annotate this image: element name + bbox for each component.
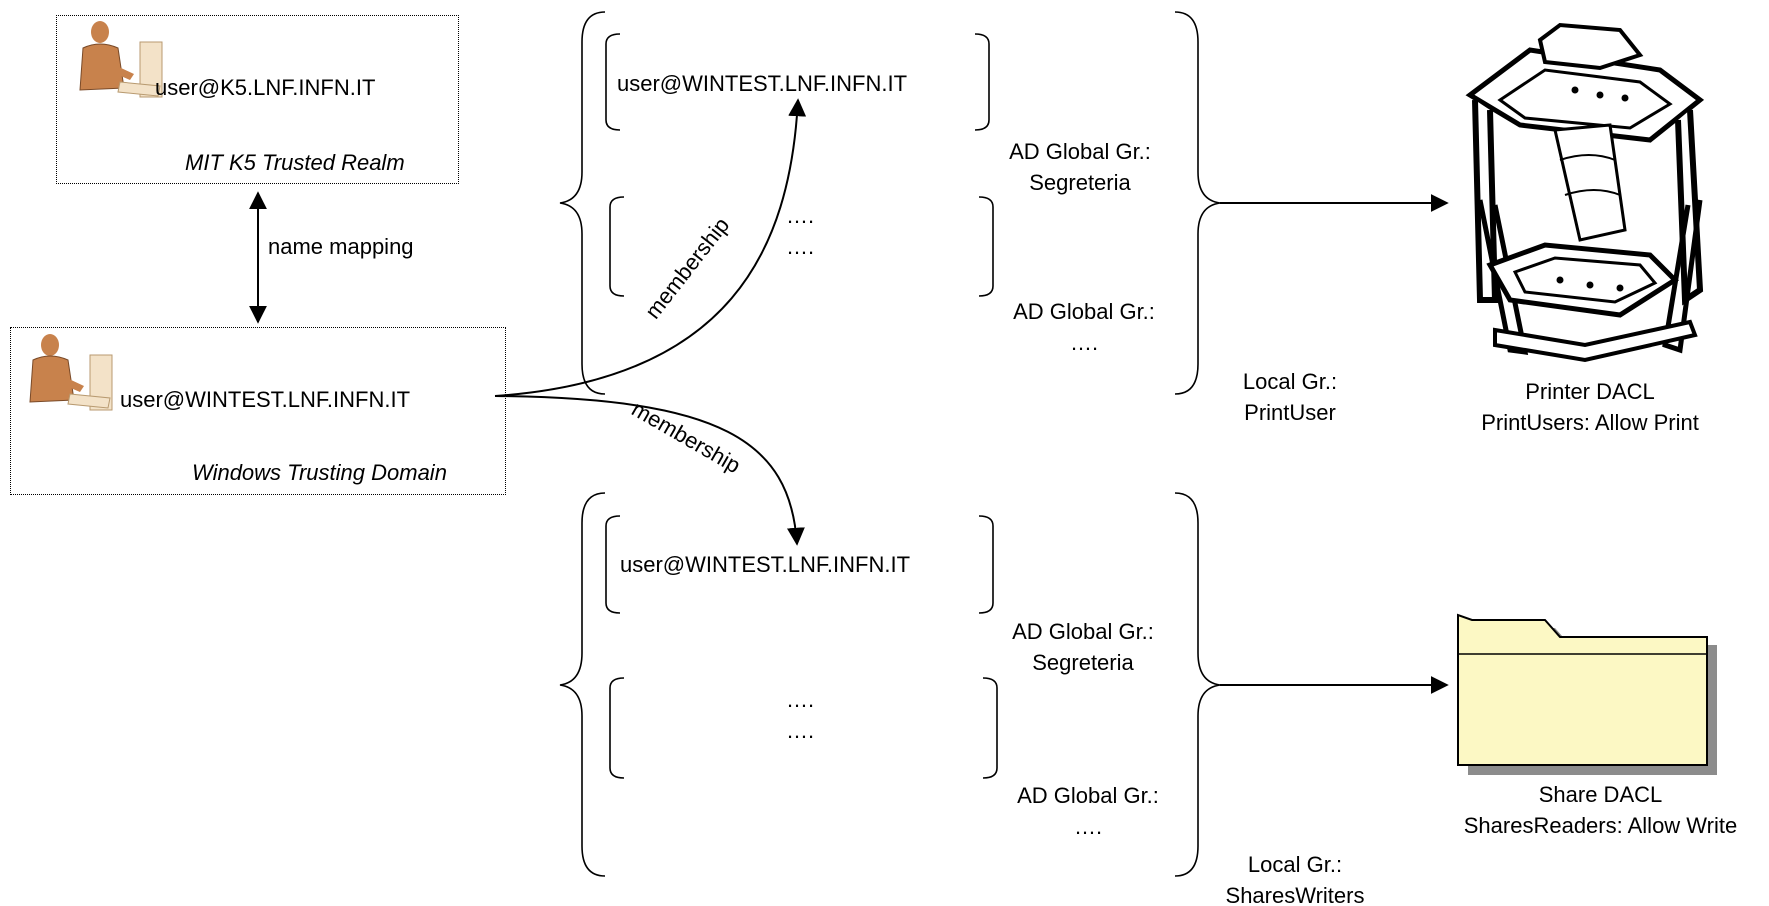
name-mapping-label: name mapping	[268, 234, 414, 260]
print-group2-right-bracket	[979, 197, 993, 296]
printer-dacl-line1: Printer DACL	[1440, 379, 1740, 405]
share-group2-left-bracket	[610, 678, 624, 778]
trusted-realm-user: user@K5.LNF.INFN.IT	[155, 75, 375, 101]
print-group1-label-line2: Segreteria	[980, 170, 1180, 196]
print-group2-dots-line1: ….	[750, 203, 850, 229]
share-group2-label: AD Global Gr.: ….	[988, 783, 1188, 840]
trusting-domain-user: user@WINTEST.LNF.INFN.IT	[120, 387, 410, 413]
print-group2-dots-line2: ….	[750, 234, 850, 260]
print-group2-left-bracket	[610, 197, 624, 296]
share-group1-label-line1: AD Global Gr.:	[983, 619, 1183, 645]
print-group2-label-line2: ….	[984, 330, 1184, 356]
trusting-domain-caption: Windows Trusting Domain	[192, 460, 447, 486]
folder-icon	[1458, 615, 1717, 775]
print-local-label-line2: PrintUser	[1210, 400, 1370, 426]
share-group2-dots: …. ….	[750, 687, 850, 744]
print-group1-label: AD Global Gr.: Segreteria	[980, 139, 1180, 196]
share-group1-left-bracket	[606, 516, 620, 613]
printer-dacl-label: Printer DACL PrintUsers: Allow Print	[1440, 379, 1740, 436]
share-local-label-line2: SharesWriters	[1215, 883, 1375, 906]
share-group1-member: user@WINTEST.LNF.INFN.IT	[620, 552, 910, 578]
print-local-label-line1: Local Gr.:	[1210, 369, 1370, 395]
print-local-group-label: Local Gr.: PrintUser	[1210, 369, 1370, 426]
print-outer-left-brace	[560, 12, 605, 394]
share-group1-label: AD Global Gr.: Segreteria	[983, 619, 1183, 676]
share-dacl-label: Share DACL SharesReaders: Allow Write	[1432, 782, 1769, 839]
trusted-realm-caption: MIT K5 Trusted Realm	[185, 150, 405, 176]
share-dacl-line2: SharesReaders: Allow Write	[1432, 813, 1769, 839]
printer-icon	[1470, 25, 1700, 360]
share-group2-dots-line1: ….	[750, 687, 850, 713]
share-group1-right-bracket	[979, 516, 993, 613]
share-group2-dots-line2: ….	[750, 718, 850, 744]
print-group2-label-line1: AD Global Gr.:	[984, 299, 1184, 325]
share-group2-right-bracket	[983, 678, 997, 778]
print-group1-label-line1: AD Global Gr.:	[980, 139, 1180, 165]
print-group1-right-bracket	[975, 34, 989, 130]
share-group2-label-line2: ….	[988, 814, 1188, 840]
share-group2-label-line1: AD Global Gr.:	[988, 783, 1188, 809]
printer-dacl-line2: PrintUsers: Allow Print	[1440, 410, 1740, 436]
share-outer-left-brace	[560, 493, 605, 876]
share-group1-label-line2: Segreteria	[983, 650, 1183, 676]
share-local-group-label: Local Gr.: SharesWriters	[1215, 852, 1375, 906]
share-dacl-line1: Share DACL	[1432, 782, 1769, 808]
print-group1-member: user@WINTEST.LNF.INFN.IT	[617, 71, 907, 97]
share-local-label-line1: Local Gr.:	[1215, 852, 1375, 878]
print-group2-label: AD Global Gr.: ….	[984, 299, 1184, 356]
print-group2-dots: …. ….	[750, 203, 850, 260]
